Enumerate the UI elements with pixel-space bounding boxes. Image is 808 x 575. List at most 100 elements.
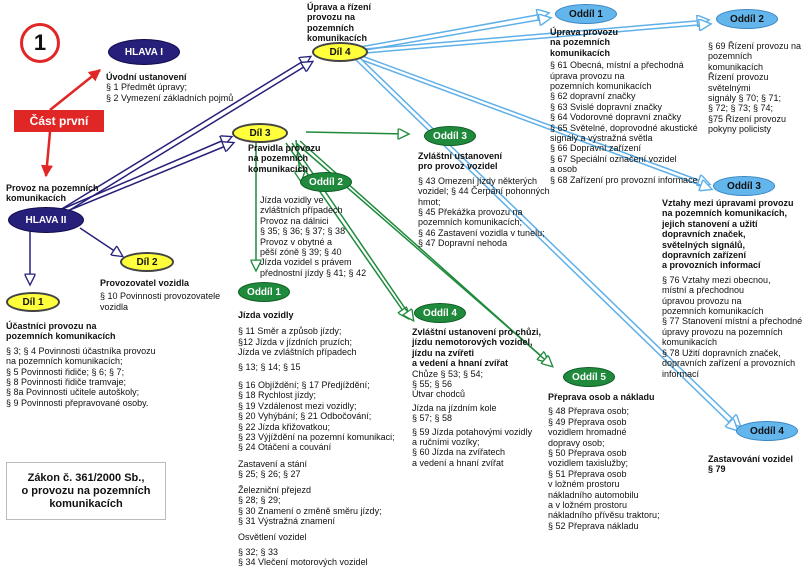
dil-3-title-line: Pravidla provozu xyxy=(248,143,321,153)
dil-3-oddil-2-line: zvláštních případech xyxy=(260,205,343,216)
dil-3-oddil-3-line: pozemních komunikacích; xyxy=(418,217,523,228)
dil-3-oddil-3-title: pro provoz vozidel xyxy=(418,161,498,172)
dil-3-oddil-4-line: a vedení a hnaní zvířat xyxy=(412,457,504,468)
dil-4-title-line: pozemních xyxy=(307,22,355,33)
dil-3-oddil-3-line: § 45 Překážka provozu na xyxy=(418,207,523,218)
dil-3-oddil-1-line: § 11 Směr a způsob jízdy; xyxy=(238,326,342,337)
dil-4-oddil-1-title: na pozemních xyxy=(550,37,611,48)
dil-2-text: Provozovatel vozidla § 10 Povinnosti pro… xyxy=(100,278,220,312)
dil-3-oddil-2-line: Provoz na dálnici xyxy=(260,215,329,226)
dil-4-oddil-3-line: místní a přechodnou xyxy=(662,285,745,296)
section-number: 1 xyxy=(20,23,60,63)
dil-4-oddil-1-line: § 62 dopravní značky xyxy=(550,91,636,102)
dil-3-oddil-3-node[interactable]: Oddíl 3 xyxy=(424,126,476,146)
law-title-line: o provozu na pozemních xyxy=(21,484,151,497)
dil-3-oddil-4-line: Jízda na jízdním kole xyxy=(412,402,497,413)
dil-3-title-line: na pozemních xyxy=(248,153,309,164)
dil-4-oddil-1-line: § 68 Zařízení pro provozní informace xyxy=(550,174,698,185)
dil-4-oddil-3-line: úpravy provozu na pozemních xyxy=(662,326,783,337)
dil-3-title-line: komunikacích xyxy=(248,163,309,174)
dil-4-oddil-3-title: dopravních zařízení xyxy=(662,250,747,261)
dil-3-oddil-2-line: přednostní jízdy § 41; § 42 xyxy=(260,267,367,278)
dil-4-title-line: provozu na xyxy=(307,12,356,23)
dil-3-oddil-4-line: § 55; § 56 xyxy=(412,379,453,390)
dil-4-oddil-3-line: dopravních zařízení a provozních xyxy=(662,358,796,369)
dil-3-node[interactable]: Díl 3 xyxy=(232,123,288,143)
dil-2-node[interactable]: Díl 2 xyxy=(120,252,174,272)
dil-4-oddil-3-line: § 77 Stanovení místní a přechodné xyxy=(662,316,803,327)
dil-3-oddil-4-line: § 57; § 58 xyxy=(412,413,453,424)
dil-1-line: § 8 Povinnosti řidiče tramvaje; xyxy=(6,377,127,388)
hlava-2-title-line: Provoz na pozemních xyxy=(6,183,99,193)
dil-2-line: § 10 Povinnosti provozovatele xyxy=(100,291,221,302)
dil-1-line: § 3; § 4 Povinnosti účastníka provozu xyxy=(6,345,156,356)
dil-3-oddil-2-line: Jízda vozidel s právem xyxy=(260,257,352,268)
dil-4-oddil-2-node[interactable]: Oddíl 2 xyxy=(716,9,778,29)
dil-1-line: § 8a Povinnosti učitele autoškoly; xyxy=(6,387,140,398)
dil-4-oddil-3-text: Vztahy mezi úpravami provozu na pozemníc… xyxy=(662,198,802,379)
hlava-1-node[interactable]: HLAVA I xyxy=(108,39,180,65)
dil-3-oddil-3-title: Zvláštní ustanovení xyxy=(418,151,503,161)
dil-3-oddil-1-line: § 16 Objíždění; § 17 Předjíždění; xyxy=(238,380,370,391)
dil-3-oddil-4-line: a ručními vozíky; xyxy=(412,437,480,448)
cast-prvni-label: Část první xyxy=(14,110,104,132)
dil-3-oddil-1-line: § 13; § 14; § 15 xyxy=(238,361,301,372)
dil-4-oddil-3-node[interactable]: Oddíl 3 xyxy=(713,176,775,196)
dil-4-oddil-1-title: Úprava provozu xyxy=(550,27,619,37)
dil-1-node[interactable]: Díl 1 xyxy=(6,292,60,312)
dil-1-line: § 9 Povinnosti přepravované osoby. xyxy=(6,397,149,408)
dil-3-oddil-1-node[interactable]: Oddíl 1 xyxy=(238,282,290,302)
dil-3-oddil-1-line: § 25; § 26; § 27 xyxy=(238,469,301,480)
dil-4-oddil-2-text: § 69 Řízení provozu na pozemních komunik… xyxy=(708,41,801,135)
dil-4-oddil-3-title: světelných signálů, xyxy=(662,239,746,250)
dil-3-oddil-1-text: Jízda vozidly § 11 Směr a způsob jízdy; … xyxy=(238,310,395,568)
law-title-box: Zákon č. 361/2000 Sb., o provozu na poze… xyxy=(6,462,166,520)
dil-4-oddil-1-line: signály a výstražná světla xyxy=(550,133,653,144)
dil-4-oddil-4-title-line: Zastavování vozidel xyxy=(708,454,794,464)
dil-3-oddil-2-text: Jízda vozidly ve zvláštních případech Pr… xyxy=(260,195,366,278)
dil-3-oddil-4-line: § 60 Jízda na zvířatech xyxy=(412,447,506,458)
dil-4-oddil-2-line: § 69 Řízení provozu na xyxy=(708,41,802,51)
dil-3-oddil-1-line: § 28; § 29; xyxy=(238,495,281,506)
dil-4-oddil-2-line: §75 Řízení provozu xyxy=(708,113,787,124)
dil-3-oddil-2-line: pěší zóně § 39; § 40 xyxy=(260,247,342,258)
law-title-line: komunikacích xyxy=(49,497,123,510)
dil-3-oddil-5-node[interactable]: Oddíl 5 xyxy=(563,367,615,387)
dil-4-oddil-4-title: Zastavování vozidel § 79 xyxy=(708,454,793,475)
dil-4-oddil-1-line: § 65 Světelné, doprovodné akustické xyxy=(550,122,698,133)
dil-3-oddil-5-line: § 48 Přeprava osob; xyxy=(548,406,630,417)
dil-3-oddil-3-line: § 46 Zastavení vozidla v tunelu; xyxy=(418,227,545,238)
dil-4-oddil-4-node[interactable]: Oddíl 4 xyxy=(736,421,798,441)
dil-4-node[interactable]: Díl 4 xyxy=(312,42,368,62)
dil-4-oddil-3-title: a provozních informací xyxy=(662,260,761,271)
dil-3-oddil-4-node[interactable]: Oddíl 4 xyxy=(414,303,466,323)
hlava-2-node[interactable]: HLAVA II xyxy=(8,207,84,233)
dil-3-oddil-1-line: § 34 Vlečení motorových vozidel xyxy=(238,557,368,568)
dil-3-oddil-5-line: § 51 Přeprava osob xyxy=(548,468,627,479)
hlava-1-title: Úvodní ustanovení xyxy=(106,72,187,82)
dil-3-oddil-3-line: hmot; xyxy=(418,196,441,207)
dil-4-oddil-3-title: jejich stanovení a užití xyxy=(662,218,758,229)
dil-3-oddil-1-line: § 22 Jízda křižovatkou; xyxy=(238,421,331,432)
dil-3-oddil-1-line: §12 Jízda v jízdních pruzích; xyxy=(238,336,353,347)
dil-3-oddil-1-line: § 20 Vyhýbání; § 21 Odbočování; xyxy=(238,411,372,422)
dil-3-title: Pravidla provozu na pozemních komunikací… xyxy=(248,143,321,174)
dil-4-oddil-1-line: § 66 Dopravní zařízení xyxy=(550,143,642,154)
dil-4-title-line: Úprava a řízení xyxy=(307,2,372,12)
dil-3-oddil-1-line: § 32; § 33 xyxy=(238,546,279,557)
dil-4-oddil-1-line: § 63 Svislé dopravní značky xyxy=(550,101,663,112)
dil-3-oddil-2-node[interactable]: Oddíl 2 xyxy=(300,172,352,192)
dil-4-oddil-3-line: komunikacích xyxy=(662,337,718,348)
dil-4-oddil-3-line: § 76 Vztahy mezi obecnou, xyxy=(662,274,771,285)
dil-4-oddil-1-node[interactable]: Oddíl 1 xyxy=(555,4,617,24)
dil-3-oddil-3-text: Zvláštní ustanovení pro provoz vozidel §… xyxy=(418,151,550,249)
dil-4-oddil-3-title: na pozemních komunikacích, xyxy=(662,208,788,219)
dil-4-oddil-1-text: Úprava provozu na pozemních komunikacích… xyxy=(550,27,698,185)
dil-3-oddil-4-title: jízdu nemotorových vozidel, xyxy=(412,337,533,348)
dil-3-oddil-5-line: dopravy osob; xyxy=(548,437,605,448)
dil-3-oddil-3-line: § 43 Omezení jízdy některých xyxy=(418,175,538,186)
dil-4-oddil-3-title: Vztahy mezi úpravami provozu xyxy=(662,198,794,208)
dil-3-oddil-3-line: vozidel; § 44 Čerpání pohonných xyxy=(418,186,550,197)
dil-4-oddil-1-line: pozemních komunikacích xyxy=(550,81,652,92)
dil-3-oddil-4-line: Útvar chodců xyxy=(412,389,466,400)
